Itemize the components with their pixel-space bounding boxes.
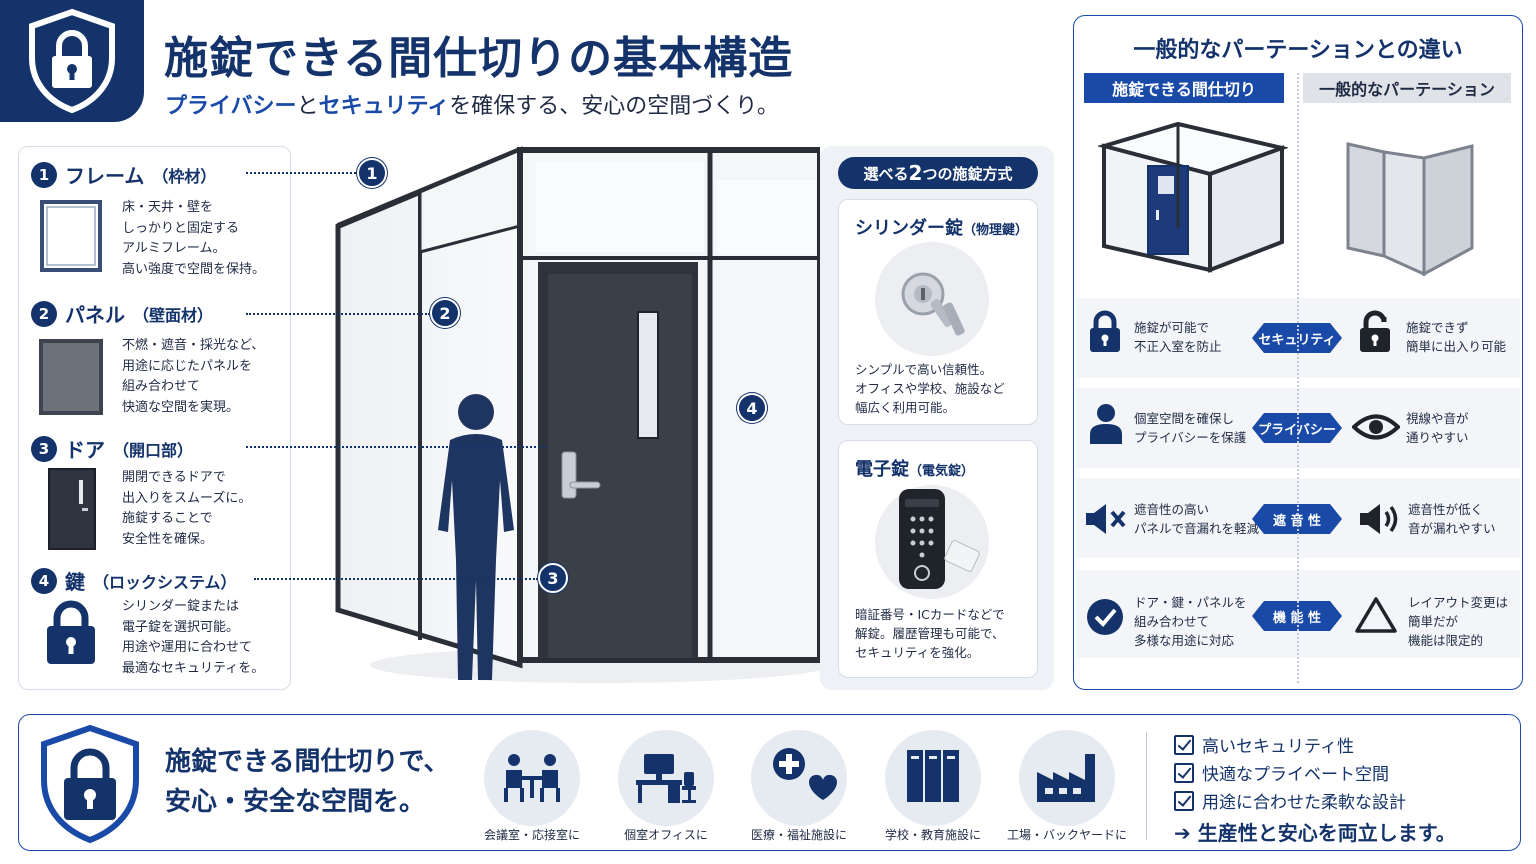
- comparison-divider: [1297, 73, 1299, 683]
- security-lockable-text: 施錠が可能で不正入室を防止: [1134, 320, 1222, 354]
- callout-1: 1: [357, 158, 387, 188]
- callout-3: 3: [538, 563, 568, 593]
- usecase-medical: [751, 730, 847, 826]
- usecase-school-label: 学校・教育施設に: [884, 828, 981, 842]
- callout-2: 2: [430, 298, 460, 328]
- column-general-partition: 一般的なパーテーション: [1303, 73, 1511, 103]
- general-partition-image: [1344, 138, 1476, 282]
- component-door-desc: 開閉できるドアで出入りをスムーズに。施錠することで安全性を確保。: [122, 470, 252, 547]
- office-desk-icon: [636, 754, 696, 803]
- cylinder-lock-desc: シンプルで高い信頼性。オフィスや学校、施設など幅広く利用可能。: [855, 362, 1005, 415]
- lock-closed-icon: [1090, 310, 1120, 352]
- benefit-private-space: 快適なプライベート空間: [1174, 760, 1389, 785]
- callout-4: 4: [737, 393, 767, 423]
- usecase-meeting: [484, 730, 580, 826]
- shield-lock-icon: [29, 8, 115, 114]
- bottom-separator: [1146, 732, 1147, 840]
- keypad-icon: [875, 485, 989, 599]
- speaker-sound-icon: [1360, 504, 1398, 534]
- checkbox-icon: [1174, 790, 1194, 811]
- eye-icon: [1352, 414, 1400, 440]
- electronic-lock-card: 電子錠（電気錠） 暗証番号・ICカードなどで解錠。履歴管理も可能で、セキュリティ…: [838, 440, 1038, 678]
- leader-line-3: [246, 446, 548, 448]
- bottom-conclusion: ➔ 生産性と安心を両立します。: [1174, 821, 1456, 845]
- page-title: 施錠できる間仕切りの基本構造: [164, 33, 794, 84]
- security-general-text: 施錠できず簡単に出入り可能: [1406, 320, 1507, 354]
- function-general-text: レイアウト変更は簡単だが機能は限定的: [1408, 595, 1509, 648]
- usecase-factory: [1019, 730, 1115, 826]
- meeting-icon: [504, 754, 560, 802]
- medical-heart-icon: [773, 748, 837, 800]
- leader-line-4: [254, 578, 538, 580]
- speaker-mute-icon: [1086, 504, 1126, 534]
- electronic-lock-title: 電子錠（電気錠）: [855, 459, 975, 480]
- triangle-icon: [1355, 597, 1397, 633]
- panel-icon: [38, 338, 104, 420]
- lockable-booth-image: [1096, 118, 1290, 278]
- leader-line-2: [246, 313, 430, 315]
- person-icon: [1090, 404, 1122, 444]
- logo: [0, 0, 144, 122]
- privacy-lockable-text: 個室空間を確保しプライバシーを保護: [1134, 411, 1247, 445]
- factory-icon: [1037, 754, 1095, 802]
- usecase-office: [618, 730, 714, 826]
- benefit-security: 高いセキュリティ性: [1174, 732, 1354, 757]
- electronic-lock-desc: 暗証番号・ICカードなどで解錠。履歴管理も可能で、セキュリティを強化。: [855, 607, 1005, 660]
- checkbox-icon: [1174, 762, 1194, 783]
- comparison-title: 一般的なパーテーションとの違い: [1133, 38, 1463, 63]
- lockers-icon: [907, 750, 959, 802]
- usecase-factory-label: 工場・バックヤードに: [1006, 828, 1127, 842]
- frame-icon: [40, 200, 102, 276]
- cylinder-lock-card: シリンダー錠（物理鍵） シンプルで高い信頼性。オフィスや学校、施設など幅広く利用…: [838, 199, 1038, 425]
- function-lockable-text: ドア・鍵・パネルを組み合わせて多様な用途に対応: [1134, 595, 1247, 648]
- column-lockable-partition: 施錠できる間仕切り: [1084, 73, 1284, 103]
- cylinder-key-icon: [875, 242, 989, 356]
- bottom-message: 施錠できる間仕切りで、安心・安全な空間を。: [165, 747, 450, 817]
- usecase-school: [885, 730, 981, 826]
- door-icon: [48, 468, 96, 554]
- lock-open-icon: [1360, 310, 1390, 352]
- soundproof-lockable-text: 遮音性の高いパネルで音漏れを軽減: [1134, 502, 1260, 536]
- check-circle-icon: [1087, 599, 1123, 635]
- component-panel-desc: 不燃・遮音・採光など、用途に応じたパネルを組み合わせて快適な空間を実現。: [122, 338, 265, 415]
- booth-illustration: [300, 140, 830, 700]
- component-lock-desc: シリンダー錠または電子錠を選択可能。用途や運用に合わせて最適なセキュリティを。: [122, 599, 265, 676]
- padlock-icon: [44, 598, 98, 670]
- usecase-medical-label: 医療・福祉施設に: [750, 828, 847, 842]
- leader-line-1: [246, 172, 356, 174]
- page-subtitle: プライバシーとセキュリティを確保する、安心の空間づくり。: [165, 94, 779, 119]
- usecase-office-label: 個室オフィスに: [624, 828, 708, 842]
- bottom-shield-lock-icon: [36, 724, 144, 848]
- component-frame-desc: 床・天井・壁をしっかりと固定するアルミフレーム。高い強度で空間を保持。: [122, 200, 266, 277]
- soundproof-general-text: 遮音性が低く音が漏れやすい: [1408, 502, 1496, 536]
- checkbox-icon: [1174, 734, 1194, 755]
- cylinder-lock-title: シリンダー錠（物理鍵）: [855, 218, 1029, 239]
- usecase-meeting-label: 会議室・応接室に: [483, 828, 580, 842]
- benefit-flexible-design: 用途に合わせた柔軟な設計: [1174, 788, 1406, 813]
- privacy-general-text: 視線や音が通りやすい: [1406, 411, 1469, 445]
